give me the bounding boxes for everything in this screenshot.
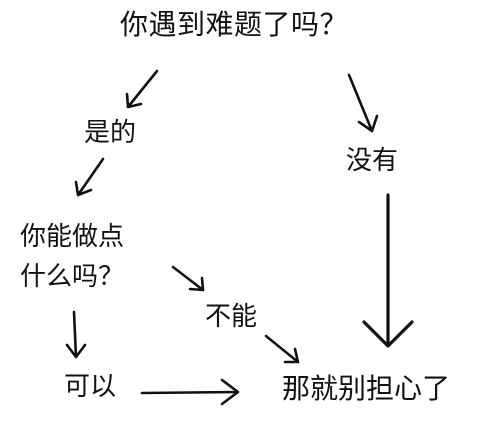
conclusion-label: 那就别担心了 — [282, 372, 451, 405]
root-question: 你遇到难题了吗？ — [120, 8, 349, 41]
branch-cannot-label: 不能 — [205, 302, 258, 332]
can-question-line-1: 你能做点 — [20, 222, 125, 252]
arrow-can-to-conclusion — [140, 378, 240, 406]
can-question-line-2: 什么吗？ — [20, 262, 125, 292]
arrow-can-question-to-can — [65, 310, 87, 359]
arrow-root-to-yes — [125, 69, 159, 109]
branch-can-label: 可以 — [64, 372, 117, 402]
branch-yes-label: 是的 — [84, 118, 137, 148]
arrow-no-to-conclusion — [362, 193, 414, 348]
arrow-cannot-to-conclusion — [264, 334, 300, 364]
arrow-root-to-no — [347, 73, 379, 133]
branch-no-label: 没有 — [346, 146, 399, 176]
arrow-can-question-to-cannot — [171, 265, 205, 292]
arrow-yes-to-can-question — [74, 157, 105, 197]
